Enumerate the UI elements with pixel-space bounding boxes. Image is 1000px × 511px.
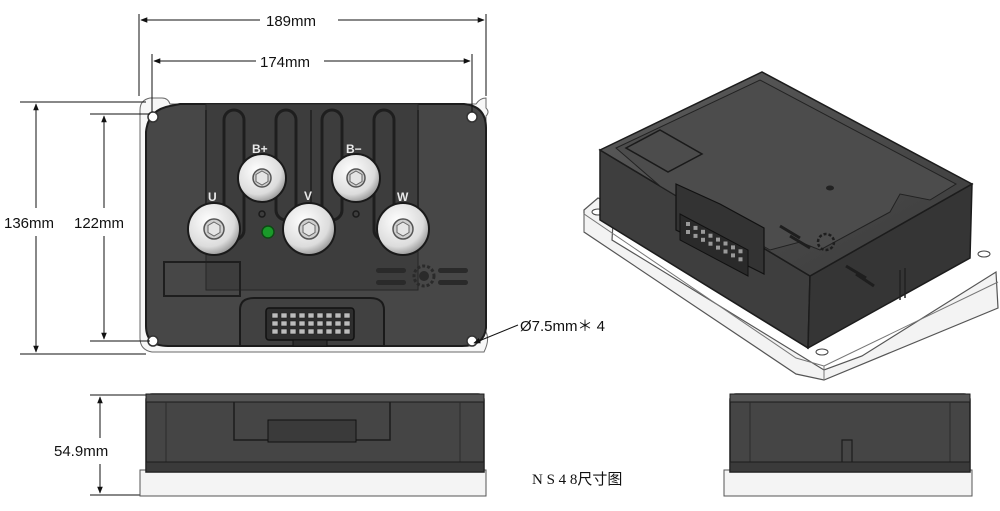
connector-pin (316, 320, 324, 327)
connector-pin (325, 320, 333, 327)
iso-connector-pin (716, 237, 720, 242)
terminal-label-b-minus: B− (346, 142, 362, 156)
connector-pin (280, 312, 288, 319)
iso-connector-pin (708, 233, 713, 238)
iso-connector-pin (731, 253, 735, 258)
connector-pin (307, 320, 315, 327)
side-view-short (723, 393, 973, 497)
iso-connector-pin (708, 241, 713, 246)
dim-thickness: 54.9mm (54, 443, 108, 460)
iso-connector-pin (738, 257, 743, 262)
connector-pin (280, 328, 288, 335)
front-view: B+ B− U V W (139, 97, 489, 353)
connector-pins (271, 312, 351, 335)
mount-hole (466, 111, 478, 123)
connector-pin (307, 328, 315, 335)
connector-pin (325, 312, 333, 319)
screw-dot (258, 210, 266, 218)
iso-connector-pin (686, 222, 690, 226)
status-led (261, 225, 275, 239)
connector-pin (343, 320, 351, 327)
iso-connector-pin (693, 225, 698, 230)
connector-pin (334, 320, 342, 327)
iso-connector-pin (686, 230, 690, 234)
terminal-label-u: U (208, 190, 217, 204)
connector-pin (271, 320, 279, 327)
short-side-base-plate (723, 469, 973, 497)
connector-pin (271, 328, 279, 335)
connector-pin (334, 328, 342, 335)
isometric-view (583, 71, 999, 381)
dim-hole-spacing-width: 174mm (260, 54, 310, 71)
iso-connector-pins (686, 222, 743, 262)
connector-pin (298, 312, 306, 319)
iso-logo-mark (779, 224, 875, 288)
mount-hole (466, 335, 478, 347)
connector-pin (343, 312, 351, 319)
dim-overall-height: 136mm (4, 215, 54, 232)
connector-pin (334, 312, 342, 319)
screw-dot (352, 210, 360, 218)
connector-pin (325, 328, 333, 335)
connector-pin (271, 312, 279, 319)
connector-pin (289, 320, 297, 327)
terminal-u: U (187, 190, 241, 256)
logo-mark (376, 264, 468, 288)
connector-pin (280, 320, 288, 327)
terminal-w: W (376, 190, 430, 256)
dim-mount-holes: Ø7.5mm＊ 4 (520, 318, 605, 335)
connector-pin (289, 328, 297, 335)
terminal-b-minus: B− (331, 142, 381, 203)
terminal-label-w: W (397, 190, 409, 204)
connector-pin (298, 320, 306, 327)
iso-top-hole (826, 185, 834, 191)
connector-pin (316, 312, 324, 319)
connector-pin (343, 328, 351, 335)
iso-connector-pin (731, 245, 735, 250)
iso-connector-pin (701, 237, 705, 242)
iso-connector-pin (701, 229, 705, 234)
side-connector (267, 419, 357, 443)
label-area (163, 261, 241, 297)
connector-pin (298, 328, 306, 335)
iso-connector-pin (738, 249, 743, 254)
terminal-b-plus: B+ (237, 142, 287, 203)
mount-hole (147, 111, 159, 123)
iso-connector-pin (723, 249, 728, 254)
short-side-housing (729, 393, 971, 473)
terminal-v: V (282, 189, 336, 256)
iso-connector-pin (716, 245, 720, 250)
iso-label-area (624, 129, 704, 173)
connector-pin (307, 312, 315, 319)
dim-overall-width: 189mm (266, 13, 316, 30)
terminal-label-b-plus: B+ (252, 142, 268, 156)
drawing-title: N S 4 8尺寸图 (532, 471, 622, 488)
dimension-lines (20, 14, 519, 496)
iso-connector-pin (723, 241, 728, 246)
iso-connector-pin (693, 233, 698, 238)
terminal-label-v: V (304, 189, 312, 203)
connector-pin (316, 328, 324, 335)
side-view-long (139, 393, 487, 497)
connector-pin (289, 312, 297, 319)
dim-hole-spacing-height: 122mm (74, 215, 124, 232)
side-base-plate (139, 469, 487, 497)
